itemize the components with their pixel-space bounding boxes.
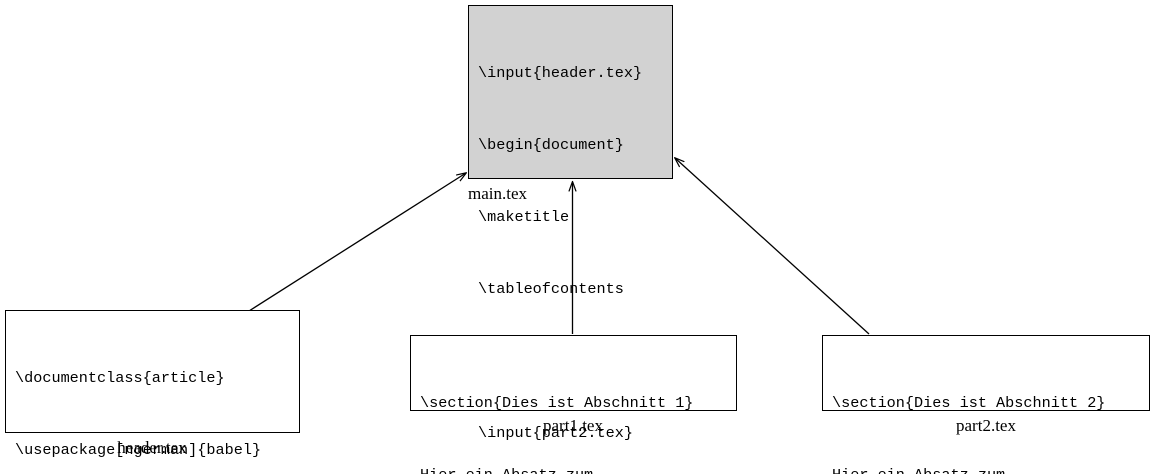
- node-label-header-tex: header.tex: [117, 438, 187, 457]
- node-part2-tex[interactable]: \section{Dies ist Abschnitt 2} Hier ein …: [822, 335, 1150, 474]
- node-label-part2-tex: part2.tex: [956, 416, 1016, 435]
- code-line: \section{Dies ist Abschnitt 1}: [420, 394, 694, 412]
- node-header-tex[interactable]: \documentclass{article} \usepackage[nger…: [5, 310, 300, 459]
- edge-header-to-main: [248, 173, 466, 312]
- code-line: \tableofcontents: [478, 280, 624, 298]
- code-line: \input{part2.tex}: [478, 424, 633, 442]
- code-line: \input{header.tex}: [478, 64, 643, 82]
- code-line: Hier ein Absatz zum: [832, 463, 1140, 474]
- code-line: \usepackage[ngerman]{babel}: [15, 441, 262, 459]
- node-label-main-tex: main.tex: [468, 184, 528, 203]
- code-line: \section{Dies ist Abschnitt 2}: [832, 394, 1106, 412]
- edge-part2-to-main: [675, 158, 870, 335]
- code-line: \begin{document}: [478, 136, 624, 154]
- node-part1-tex[interactable]: \section{Dies ist Abschnitt 1} Hier ein …: [410, 335, 737, 474]
- code-line: \documentclass{article}: [15, 369, 225, 387]
- node-label-part1-tex: part1.tex: [543, 416, 603, 435]
- node-main-tex[interactable]: \input{header.tex} \begin{document} \mak…: [468, 5, 673, 442]
- code-line: Hier ein Absatz zum: [420, 463, 727, 474]
- code-line: \maketitle: [478, 208, 570, 226]
